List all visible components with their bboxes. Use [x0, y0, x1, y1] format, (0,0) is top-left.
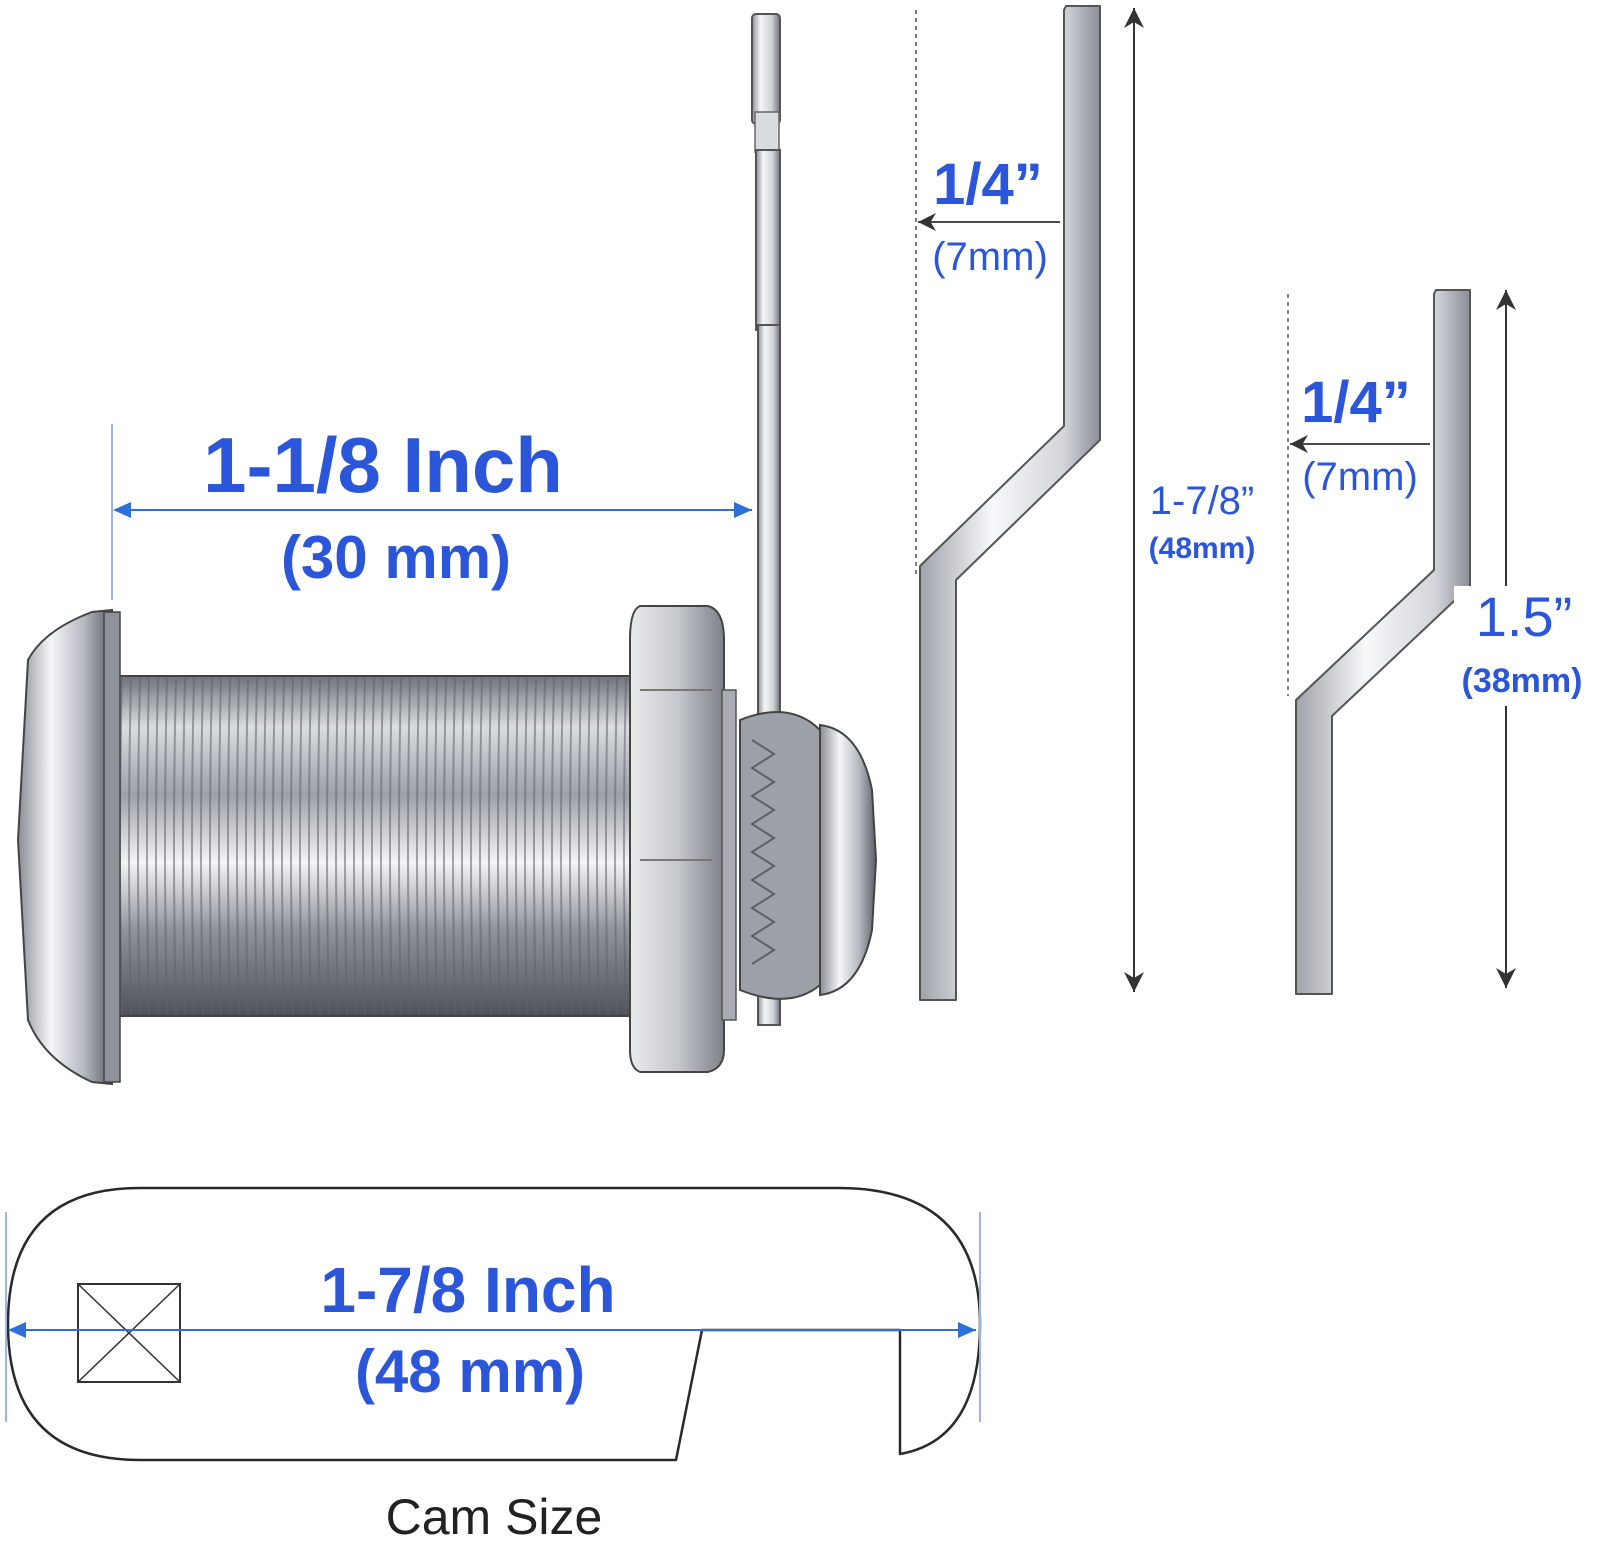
long-cam-offset-inch-label: 1/4” — [933, 152, 1043, 217]
short-cam-offset-inch-label: 1/4” — [1301, 370, 1411, 435]
long-cam-height-inch-label: 1-7/8” — [1150, 479, 1255, 523]
barrel-threads — [119, 677, 627, 1015]
long-cam-height-mm-label: (48mm) — [1149, 532, 1256, 565]
short-cam-height-mm-label: (38mm) — [1462, 662, 1583, 700]
cam-width-inch-label: 1-7/8 Inch — [320, 1254, 615, 1326]
cam-screw-head — [819, 723, 878, 997]
hex-nut — [629, 605, 737, 1073]
short-cam-side-view: 1/4” (7mm) 1.5” (38mm) — [1287, 289, 1598, 995]
cam-width-mm-label: (48 mm) — [355, 1338, 585, 1405]
lock-length-dimension: 1-1/8 Inch (30 mm) — [111, 421, 752, 600]
short-cam-height-inch-label: 1.5” — [1476, 585, 1573, 648]
short-cam-offset-mm-label: (7mm) — [1302, 455, 1418, 499]
cam-lock-assembly — [16, 13, 878, 1086]
lock-length-mm-label: (30 mm) — [281, 524, 511, 591]
lock-length-inch-label: 1-1/8 Inch — [203, 421, 563, 509]
long-cam-offset-mm-label: (7mm) — [932, 235, 1048, 279]
cam-top-view: 1-7/8 Inch (48 mm) Cam Size — [5, 1186, 982, 1542]
long-cam-side-view: 1/4” (7mm) 1-7/8” (48mm) — [915, 5, 1270, 1001]
lock-face-bezel — [16, 608, 113, 1086]
star-washer — [739, 711, 847, 1000]
cam-size-caption: Cam Size — [386, 1489, 603, 1542]
